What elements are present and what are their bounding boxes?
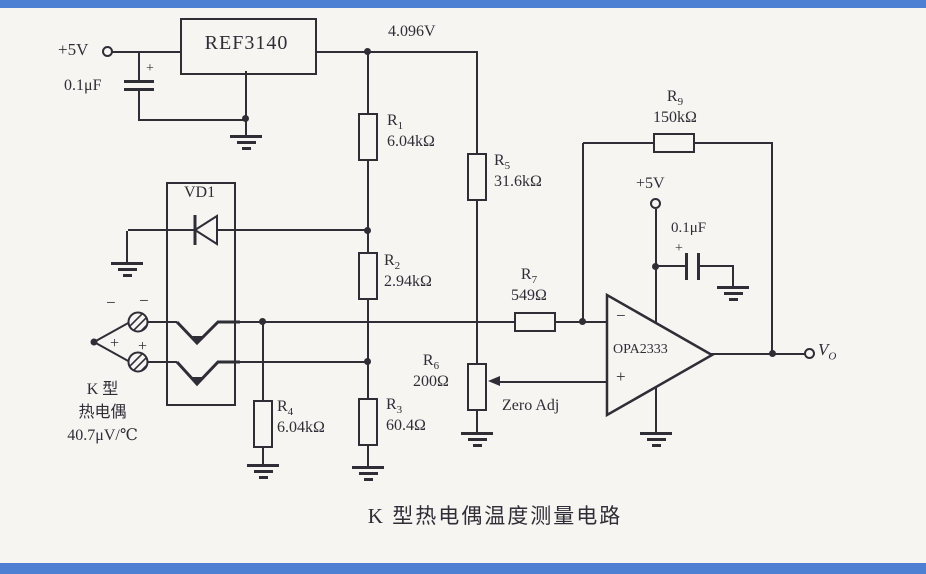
resistor-r6-label: R6 200Ω [413,352,449,390]
junction-dot [652,263,659,270]
opamp-triangle [605,292,715,418]
opamp-part-label: OPA2333 [613,342,668,357]
wire [367,159,369,231]
junction-dot [364,227,371,234]
wire [367,362,369,400]
resistor-r9-label: R9 150kΩ [653,88,697,126]
output-voltage-label: VO [818,340,837,363]
vcc-amp-terminal [650,198,661,209]
ground-symbol [111,262,143,280]
vd1-box [166,182,236,406]
figure-title: K 型热电偶温度测量电路 [367,504,623,528]
vd1-label: VD1 [184,184,216,201]
cap2-value: 0.1μF [671,220,707,236]
resistor-r9-body [653,133,695,153]
wire [655,385,657,432]
resistor-r7-label: R7 549Ω [511,266,547,304]
ground-symbol [230,135,262,153]
cap1-polarity: + [146,61,154,76]
wire [655,265,686,267]
junction-dot [242,115,249,122]
cap1-value: 0.1μF [64,77,102,94]
zero-adj-label: Zero Adj [502,397,560,414]
wire [476,409,478,432]
resistor-r5-label: R5 31.6kΩ [494,152,542,190]
vcc-amp-label: +5V [636,175,665,192]
resistor-r7-body [514,312,556,332]
resistor-r2-label: R2 2.94kΩ [384,252,432,290]
wire [367,231,369,254]
resistor-r5-body [467,153,487,201]
wire [138,119,248,121]
thermocouple-symbol [90,311,240,387]
capacitor-plate [697,253,700,280]
wire [367,52,369,115]
junction-dot [769,350,776,357]
wire [238,361,369,363]
ground-symbol [640,432,672,450]
junction-dot [579,318,586,325]
ground-symbol [247,464,279,482]
output-terminal [804,348,815,359]
opamp-minus-input-label: − [616,306,626,325]
vcc-left-terminal [102,46,113,57]
bottom-banner [0,563,926,574]
junction-dot [259,318,266,325]
wire [732,266,734,286]
junction-dot [364,48,371,55]
ground-symbol [717,286,749,304]
junction-dot [364,358,371,365]
neg-polarity-mark: − [106,293,116,312]
wire [138,90,140,120]
resistor-r6-body [467,363,487,411]
pos-polarity-mark: + [138,338,148,355]
capacitor-plate [124,88,154,91]
wire [126,231,128,262]
wire [367,444,369,466]
ref3140-label: REF3140 [204,32,289,54]
wire [709,353,805,355]
wire [245,71,247,121]
resistor-r3-body [358,398,378,446]
wire [236,321,514,323]
wire [497,381,607,383]
resistor-r1-label: R1 6.04kΩ [387,112,435,150]
resistor-r1-body [358,113,378,161]
top-banner [0,0,926,8]
wire [700,265,734,267]
thermocouple-text: K 型 热电偶 40.7μV/℃ [67,381,138,445]
wire [128,229,368,231]
vref-label: 4.096V [388,23,436,40]
capacitor-plate [124,80,154,83]
resistor-r2-body [358,252,378,300]
wire [582,143,584,323]
wire [476,199,478,365]
resistor-r4-body [253,400,273,448]
ground-symbol [352,466,384,484]
resistor-r4-label: R4 6.04kΩ [277,398,325,436]
wire [138,52,140,81]
pos-polarity-mark: + [110,335,120,352]
vcc-left-label: +5V [58,40,89,59]
wire [112,51,180,53]
potentiometer-wiper-arrow-icon [488,376,500,386]
wire [317,51,478,53]
cap2-polarity: + [675,241,683,256]
wire [476,51,478,155]
opamp-plus-input-label: + [616,367,626,386]
ref3140-ic-box [180,18,317,75]
wire [262,446,264,464]
wire [367,298,369,362]
ground-symbol [461,432,493,450]
capacitor-plate [685,253,688,280]
diode-icon [193,214,218,246]
neg-polarity-mark: − [139,291,149,310]
wire [771,143,773,355]
resistor-r3-label: R3 60.4Ω [386,396,426,434]
wire [245,119,247,135]
